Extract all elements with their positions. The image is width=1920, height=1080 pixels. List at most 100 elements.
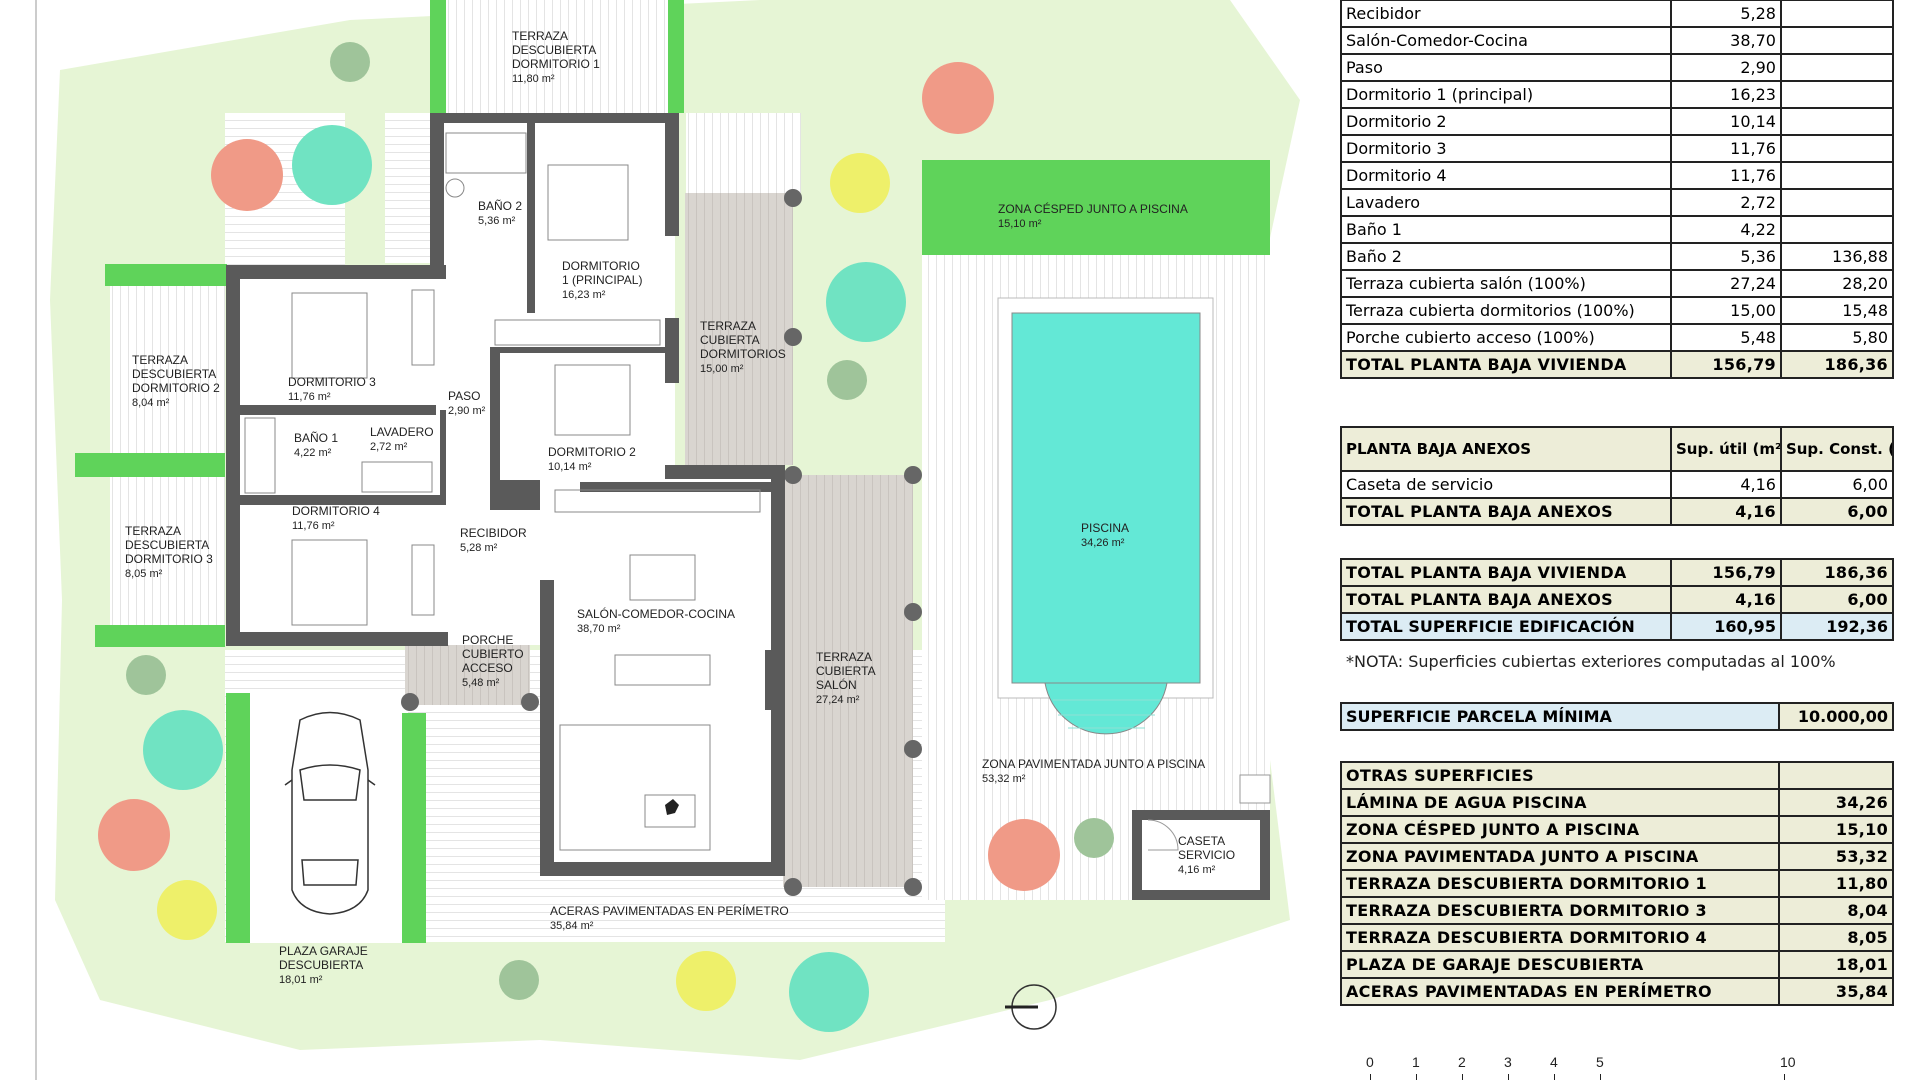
otras-header: OTRAS SUPERFICIES <box>1339 761 1781 790</box>
room-name-line: DORMITORIO 3 <box>125 552 213 566</box>
room-name-cell: Dormitorio 2 <box>1340 107 1672 136</box>
room-area: 15,10 m² <box>998 218 1042 230</box>
const-cell <box>1779 26 1895 55</box>
otras-value: 8,04 <box>1778 896 1894 925</box>
room-name-line: DESCUBIERTA <box>132 367 216 381</box>
scale-tick <box>1508 1074 1509 1080</box>
room-area: 15,00 m² <box>700 363 744 375</box>
otras-label: ACERAS PAVIMENTADAS EN PERÍMETRO <box>1339 977 1781 1006</box>
otras-label: PLAZA DE GARAJE DESCUBIERTA <box>1339 950 1781 979</box>
room-name-cell: Recibidor <box>1340 0 1672 28</box>
room-area: 35,84 m² <box>550 920 594 932</box>
room-name-line: TERRAZA <box>700 319 756 333</box>
room-name-cell: Terraza cubierta dormitorios (100%) <box>1340 296 1672 325</box>
room-name-line: DESCUBIERTA <box>279 958 363 972</box>
util-cell: 4,16 <box>1669 470 1782 499</box>
const-cell <box>1779 215 1895 244</box>
total-util: 156,79 <box>1669 350 1782 379</box>
room-name-line: ACERAS PAVIMENTADAS EN PERÍMETRO <box>550 903 789 918</box>
parcela-table: SUPERFICIE PARCELA MÍNIMA 10.000,00 <box>1339 702 1894 731</box>
room-name-line: PISCINA <box>1081 521 1129 535</box>
room-area: 10,14 m² <box>548 461 592 473</box>
summary-label: TOTAL SUPERFICIE EDIFICACIÓN <box>1340 612 1672 641</box>
terraza-cubierta-salon <box>783 475 913 887</box>
util-cell: 4,22 <box>1669 215 1782 244</box>
room-name-line: RECIBIDOR <box>460 526 527 540</box>
room-name-line: DORMITORIO 1 <box>512 57 600 71</box>
room-area: 4,16 m² <box>1178 864 1216 876</box>
room-name-cell: Dormitorio 4 <box>1340 161 1672 190</box>
room-name-line: PLAZA GARAJE <box>279 944 368 958</box>
room-area: 5,36 m² <box>478 215 516 227</box>
otras-header-empty <box>1778 761 1894 790</box>
room-area: 11,80 m² <box>512 73 555 85</box>
otras-value: 8,05 <box>1778 923 1894 952</box>
util-cell: 38,70 <box>1669 26 1782 55</box>
anexos-table: PLANTA BAJA ANEXOS Sup. útil (m²) Sup. C… <box>1340 426 1895 526</box>
anexos-header-title: PLANTA BAJA ANEXOS <box>1340 426 1672 472</box>
room-area: 5,28 m² <box>460 542 498 554</box>
room-name-line: 1 (PRINCIPAL) <box>562 273 642 287</box>
util-cell: 10,14 <box>1669 107 1782 136</box>
room-name-line: DORMITORIO <box>562 259 640 273</box>
summary-util: 4,16 <box>1669 585 1782 614</box>
room-area: 5,48 m² <box>462 677 500 689</box>
const-cell <box>1779 134 1895 163</box>
parcela-value: 10.000,00 <box>1778 702 1894 731</box>
total-label: TOTAL PLANTA BAJA ANEXOS <box>1340 497 1672 526</box>
parcela-label: SUPERFICIE PARCELA MÍNIMA <box>1339 702 1781 731</box>
room-area: 4,22 m² <box>294 447 332 459</box>
summary-const: 192,36 <box>1779 612 1895 641</box>
room-area: 11,76 m² <box>292 520 335 532</box>
house <box>226 113 785 876</box>
scale-tick <box>1600 1074 1601 1080</box>
terraza-descubierta-dormitorio-3 <box>110 477 225 627</box>
room-label-piscina: PISCINA 34,26 m² <box>1081 521 1129 549</box>
room-name-line: CASETA <box>1178 834 1225 848</box>
otras-label: TERRAZA DESCUBIERTA DORMITORIO 1 <box>1339 869 1781 898</box>
util-cell: 11,76 <box>1669 161 1782 190</box>
const-cell <box>1779 80 1895 109</box>
summary-const: 186,36 <box>1779 558 1895 587</box>
room-name-line: DORMITORIO 2 <box>132 381 220 395</box>
anexos-header-util: Sup. útil (m²) <box>1669 426 1782 472</box>
table-row: Terraza cubierta dormitorios (100%)15,00… <box>1340 296 1895 325</box>
room-area: 8,05 m² <box>125 568 163 580</box>
room-name-line: DESCUBIERTA <box>125 538 209 552</box>
table-row: Dormitorio 1 (principal)16,23 <box>1340 80 1895 109</box>
room-name-line: DORMITORIO 2 <box>548 445 636 459</box>
scale-label: 5 <box>1596 1054 1604 1070</box>
const-cell <box>1779 107 1895 136</box>
room-name-line: TERRAZA <box>132 353 188 367</box>
const-cell <box>1779 161 1895 190</box>
room-name-cell: Baño 2 <box>1340 242 1672 271</box>
room-name-line: ZONA CÉSPED JUNTO A PISCINA <box>998 201 1188 216</box>
room-label-dormitorio2: DORMITORIO 2 10,14 m² <box>548 445 636 473</box>
room-area: 8,04 m² <box>132 397 170 409</box>
room-area: 34,26 m² <box>1081 537 1125 549</box>
room-area: 18,01 m² <box>279 974 323 986</box>
total-const: 6,00 <box>1779 497 1895 526</box>
